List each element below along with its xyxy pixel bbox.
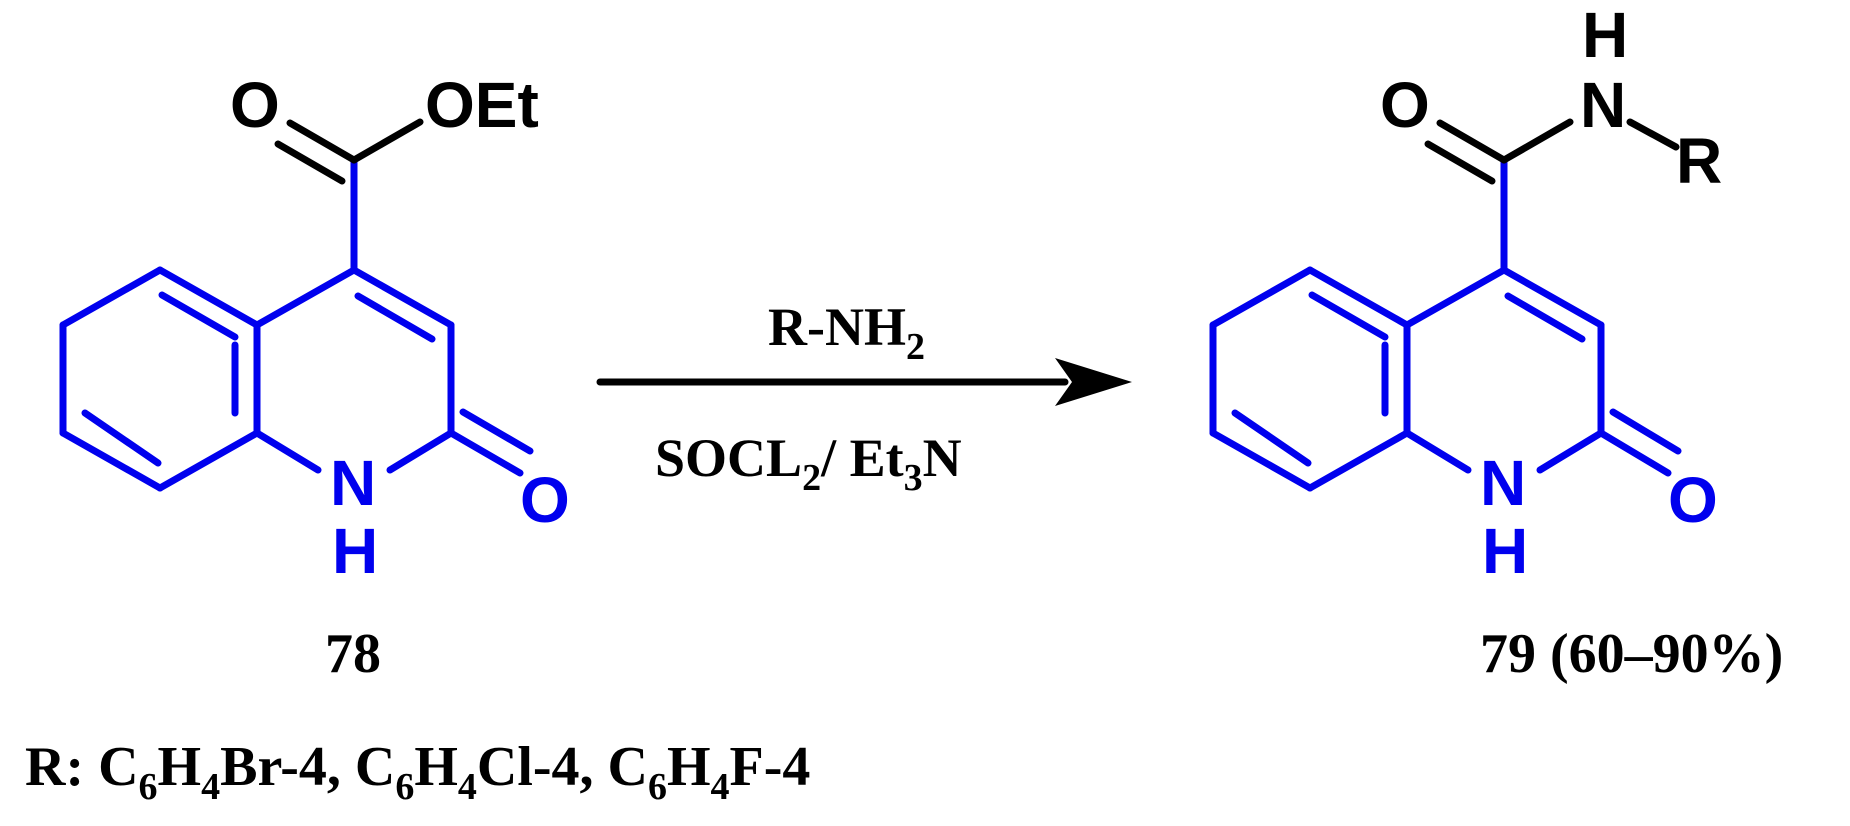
product-ring-n: N (1480, 447, 1526, 519)
product-structure: O N H R N H O (1209, 0, 1722, 587)
product-label: 79 (60–90%) (1480, 623, 1783, 685)
reactant-structure: O OEt N H O (59, 69, 570, 587)
conditions-text: SOCL2/ Et3N (655, 428, 962, 499)
reactant-ring-h: H (332, 515, 378, 587)
product-lactam-o: O (1668, 464, 1718, 536)
reactant-ester-oet: OEt (425, 69, 539, 141)
product-amide-n: N (1580, 69, 1626, 141)
reagent-text: R-NH2 (768, 297, 925, 368)
reaction-arrow (596, 358, 1132, 406)
reactant-ring-n: N (330, 447, 376, 519)
reactant-lactam-o: O (520, 464, 570, 536)
product-carbonyl-o: O (1380, 69, 1430, 141)
product-amide-h: H (1582, 0, 1628, 71)
product-ring-h: H (1482, 515, 1528, 587)
product-r-group: R (1676, 125, 1722, 197)
reactant-label: 78 (325, 623, 381, 685)
reactant-carbonyl-o: O (230, 69, 280, 141)
r-group-footnote: R: C6H4Br-4, C6H4Cl-4, C6H4F-4 (25, 736, 810, 808)
